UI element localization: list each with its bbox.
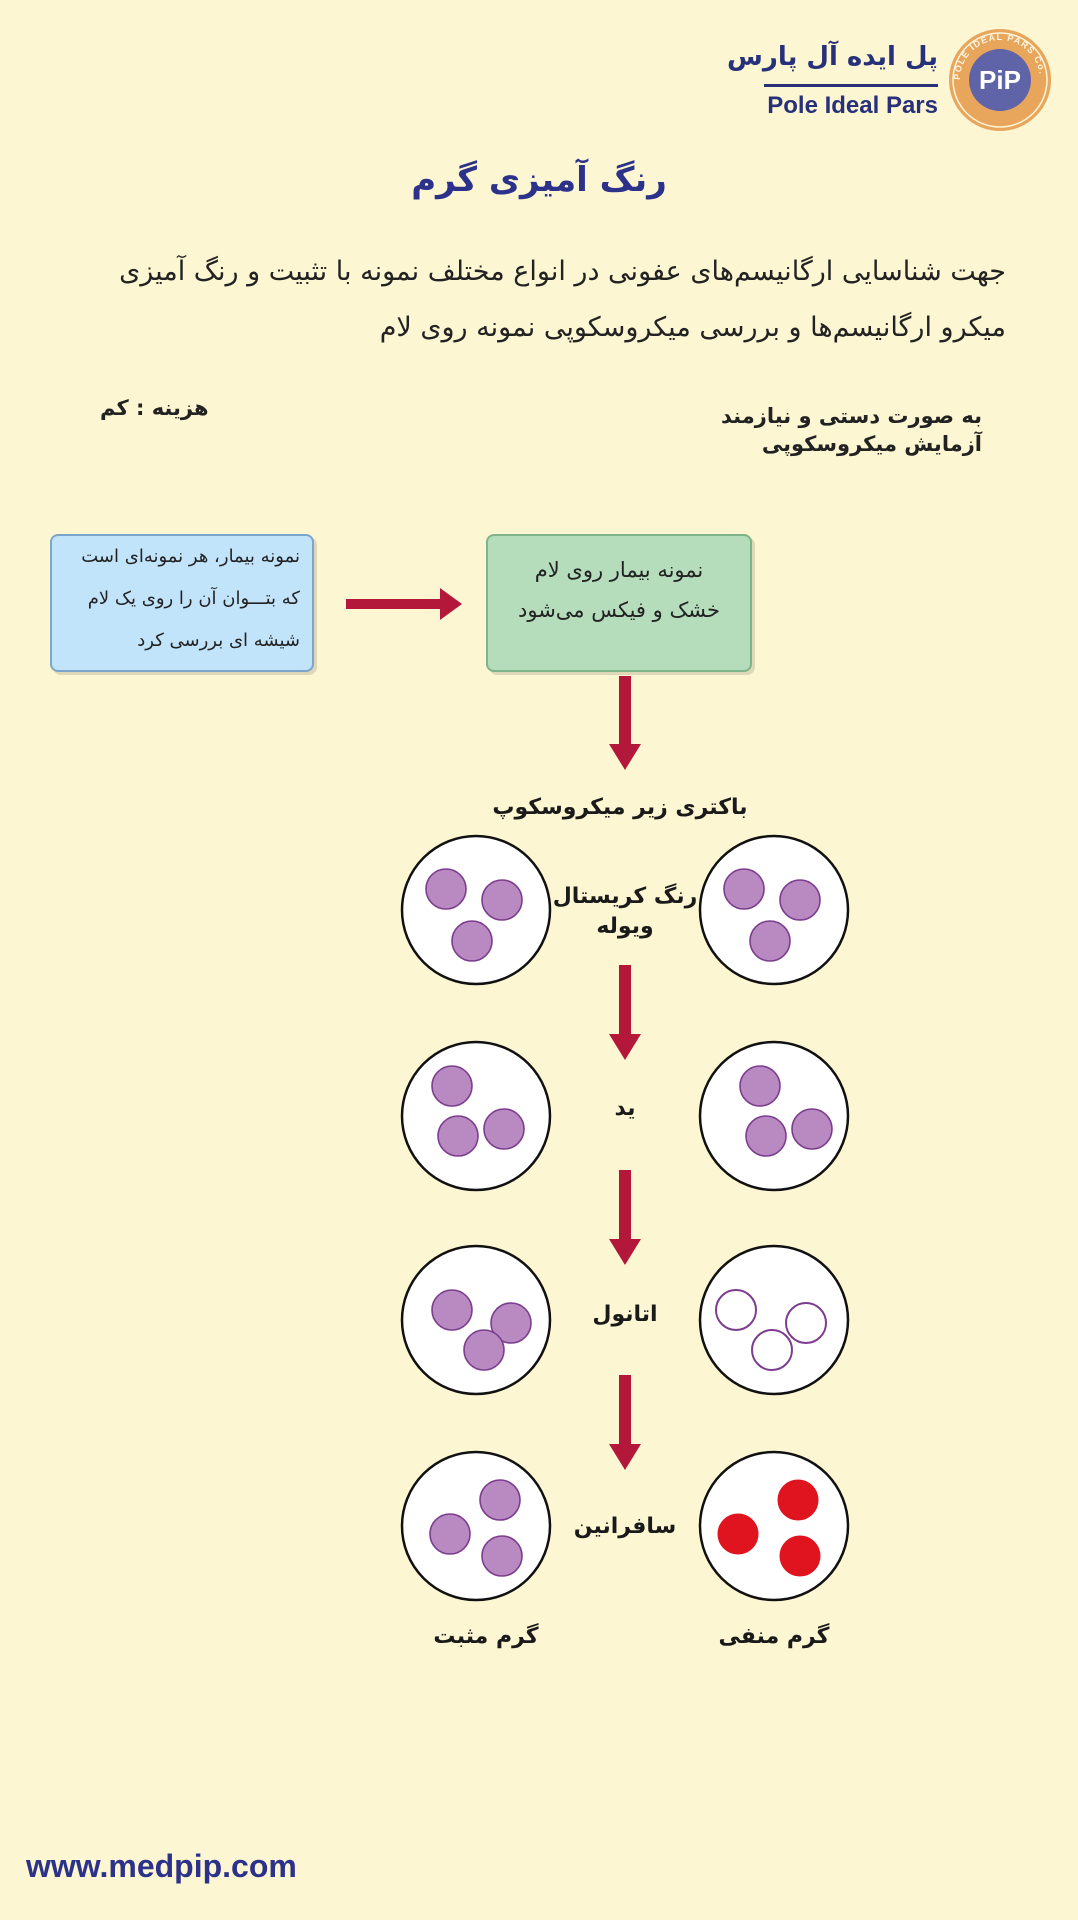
footer-website: www.medpip.com [26,1848,297,1884]
bacterium-2-right-1 [739,1065,781,1107]
result-gram-negative: گرم منفی [718,1624,830,1649]
stage-label-crystal-violet: رنگ کریستال ویوله [545,882,705,942]
arrow-down-3-head [609,1239,641,1265]
sample-box-line-1: نمونه بیمار، هر نمونه‌ای است [81,546,300,567]
page-title: رنگ آمیزی گرم [411,160,667,200]
microscope-field-3-left [400,1244,552,1396]
stage-label-ethanol: اتانول [592,1302,658,1327]
microscope-field-1-right [698,834,850,986]
bacterium-2-right-2 [745,1115,787,1157]
bacterium-3-right-3 [751,1329,793,1371]
bacterium-1-left-1 [425,868,467,910]
stage-label-iodine: ید [614,1096,636,1121]
bacterium-1-right-1 [723,868,765,910]
bacterium-4-right-1 [717,1513,759,1555]
microscope-field-1-left [400,834,552,986]
bacterium-2-left-3 [483,1108,525,1150]
microscope-field-2-left [400,1040,552,1192]
bacterium-4-right-2 [777,1479,819,1521]
arrow-right-shaft [346,599,446,609]
bacterium-3-left-1 [431,1289,473,1331]
bacterium-3-left-2 [490,1302,532,1344]
brand-underline [764,84,938,87]
sample-box-line-2: که بتـــوان آن را روی یک لام [87,588,300,609]
fix-box-line-1: نمونه بیمار روی لام [534,558,704,582]
bacterium-1-left-2 [481,879,523,921]
bacterium-3-left-3 [463,1329,505,1371]
arrow-down-2-shaft [619,965,631,1036]
bacterium-1-right-3 [749,920,791,962]
bacterium-2-left-2 [437,1115,479,1157]
bacterium-4-left-3 [481,1535,523,1577]
stage-label-crystal-violet-line-1: رنگ کریستال [552,884,698,909]
brand-name-persian: پل ایده آل پارس [726,42,938,72]
fix-box-line-2: خشک و فیکس می‌شود [518,598,720,622]
stage-label-crystal-violet-line-2: ویوله [596,914,654,939]
bacterium-2-left-1 [431,1065,473,1107]
arrow-down-4-head [609,1444,641,1470]
microscope-field-2-right [698,1040,850,1192]
description-line-2: میکرو ارگانیسم‌ها و بررسی میکروسکوپی نمو… [379,312,1006,343]
bacterium-1-left-3 [451,920,493,962]
arrow-down-1-shaft [619,676,631,746]
requirements-line-2: آزمایش میکروسکوپی [761,432,982,456]
description: جهت شناسایی ارگانیسم‌های عفونی در انواع … [46,244,1006,356]
bacterium-4-right-3 [779,1535,821,1577]
arrow-down-2-head [609,1034,641,1060]
fix-box: نمونه بیمار روی لام خشک و فیکس می‌شود [486,534,752,672]
bacterium-4-left-1 [429,1513,471,1555]
bacterium-1-right-2 [779,879,821,921]
bacterium-2-right-3 [791,1108,833,1150]
arrow-down-3-shaft [619,1170,631,1241]
microscope-heading: باکتری زیر میکروسکوپ [492,795,748,820]
requirements-line-1: به صورت دستی و نیازمند [721,404,982,428]
bacterium-4-left-2 [479,1479,521,1521]
requirements-label: به صورت دستی و نیازمند آزمایش میکروسکوپی [721,402,982,458]
company-seal-logo: POLE IDEAL PARS Co. PiP [949,29,1051,131]
bacterium-3-right-2 [785,1302,827,1344]
microscope-field-3-right [698,1244,850,1396]
sample-box-line-3: شیشه ای بررسی کرد [137,630,300,651]
arrow-down-1-head [609,744,641,770]
stage-label-safranin: سافرانین [573,1514,677,1539]
arrow-right-head [440,588,462,620]
description-line-1: جهت شناسایی ارگانیسم‌های عفونی در انواع … [119,256,1006,287]
sample-box: نمونه بیمار، هر نمونه‌ای است که بتـــوان… [50,534,314,672]
seal-initials: PiP [979,65,1021,95]
brand-name-english: Pole Ideal Pars [767,92,938,119]
bacterium-3-right-1 [715,1289,757,1331]
arrow-down-4-shaft [619,1375,631,1446]
result-gram-positive: گرم مثبت [433,1624,539,1649]
cost-label: هزینه : کم [100,396,209,420]
microscope-field-4-left [400,1450,552,1602]
